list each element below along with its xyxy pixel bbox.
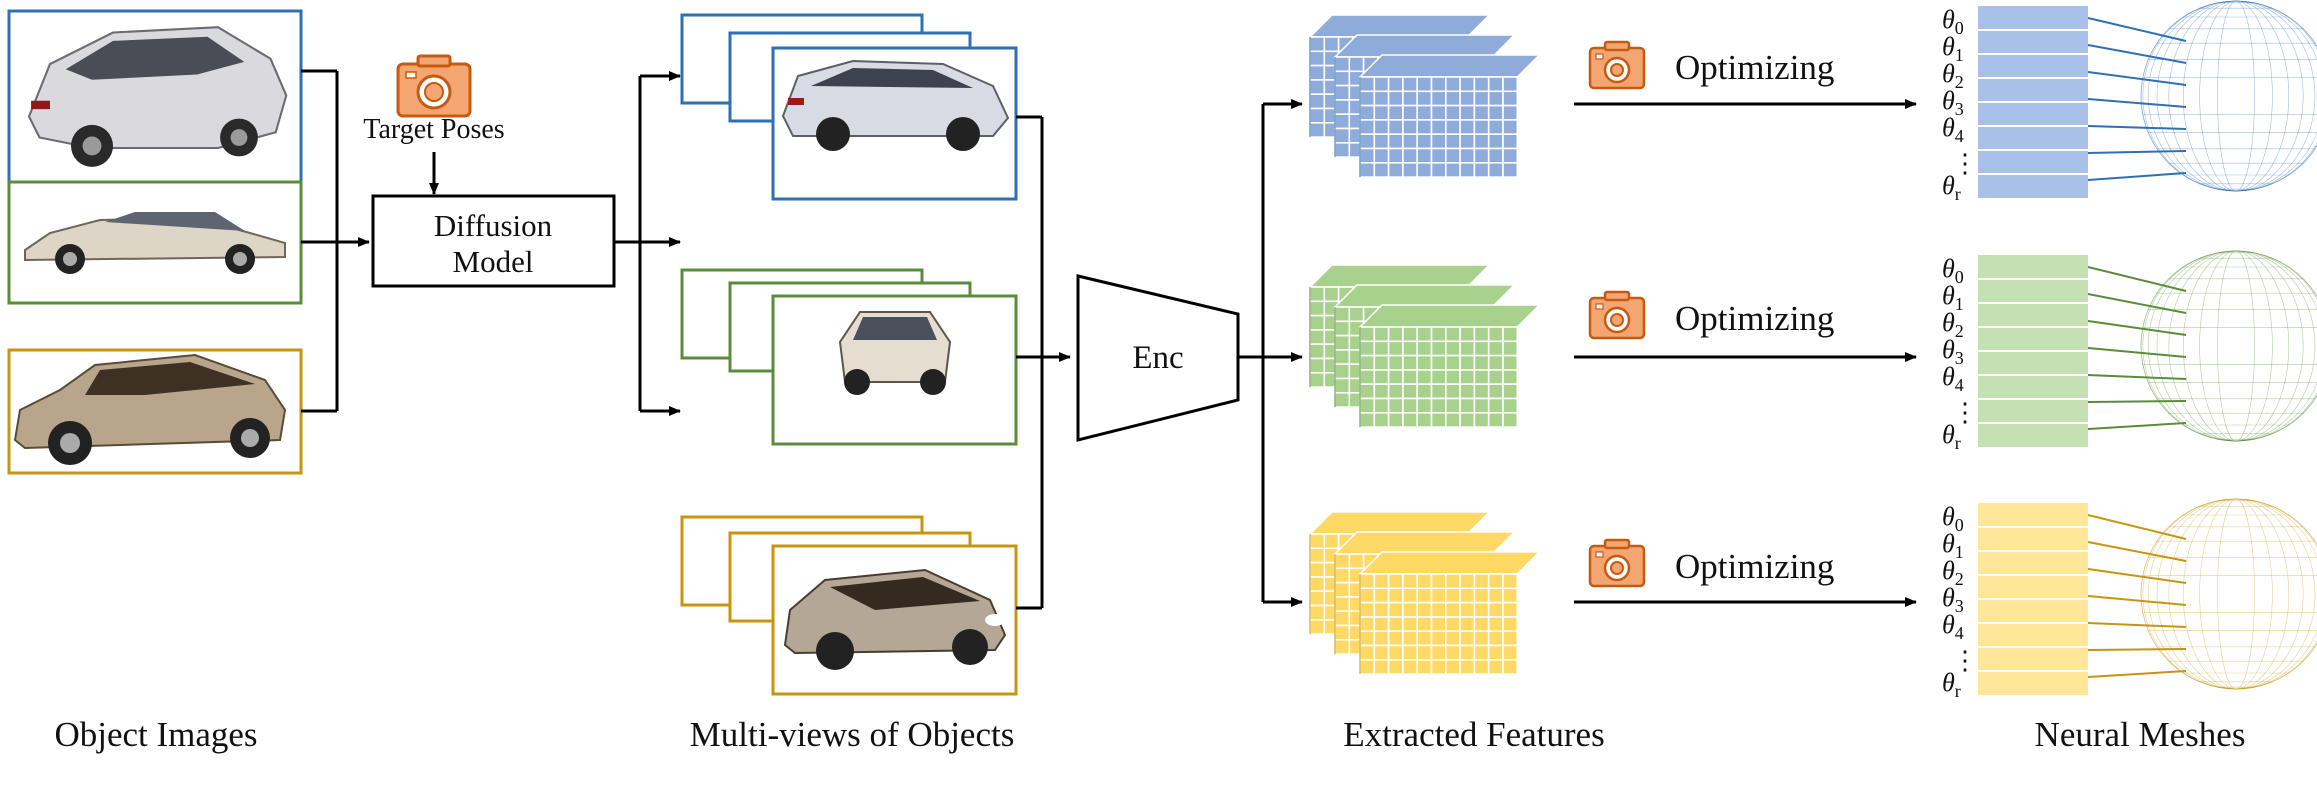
feature-stack-blue xyxy=(1308,14,1542,178)
camera-icon xyxy=(1588,538,1646,588)
mesh-sphere-icon xyxy=(2140,250,2317,442)
target-poses-label: Target Poses xyxy=(363,114,504,145)
car-icon xyxy=(24,212,286,274)
feature-map-layer xyxy=(1358,54,1542,178)
optimizing-label: Optimizing xyxy=(1675,48,1834,87)
diffusion-label-line1: Diffusion xyxy=(434,208,553,243)
feature-map-layer xyxy=(1358,551,1542,675)
camera-icon xyxy=(396,54,472,118)
optimizing-row-blue: Optimizing xyxy=(1574,40,1917,109)
connector-images-to-diffusion xyxy=(301,69,370,413)
connector-diffusion-to-views xyxy=(614,71,681,416)
label-extracted-features: Extracted Features xyxy=(1343,715,1604,754)
car-icon xyxy=(781,59,1010,151)
encoder-label: Enc xyxy=(1132,340,1183,376)
multiview-stack-yellow xyxy=(680,515,1018,696)
diffusion-label-line2: Model xyxy=(453,244,534,279)
optimizing-label: Optimizing xyxy=(1675,547,1834,586)
object-images-column xyxy=(7,9,303,475)
optimizing-row-yellow: Optimizing xyxy=(1574,538,1917,607)
label-neural-meshes: Neural Meshes xyxy=(2035,715,2246,754)
multiview-stack-blue xyxy=(680,13,1018,201)
optimizing-label: Optimizing xyxy=(1675,299,1834,338)
label-multi-views: Multi-views of Objects xyxy=(690,715,1015,754)
theta-ellipsis: ⋮ xyxy=(1952,646,1978,675)
car-icon xyxy=(13,353,287,465)
multiview-stack-green xyxy=(680,268,1018,446)
feature-stack-green xyxy=(1308,264,1542,428)
camera-icon xyxy=(1588,290,1646,340)
connector-encoder-to-features xyxy=(1238,99,1303,607)
mesh-sphere-icon xyxy=(2140,0,2317,192)
theta-ellipsis: ⋮ xyxy=(1952,398,1978,427)
theta-ellipsis: ⋮ xyxy=(1952,149,1978,178)
encoder-block xyxy=(1076,274,1240,442)
camera-icon xyxy=(1588,40,1646,90)
car-icon xyxy=(27,26,288,167)
mesh-sphere-icon xyxy=(2140,498,2317,690)
car-icon xyxy=(783,568,1007,670)
connector-views-to-encoder xyxy=(1016,115,1071,610)
diffusion-model-box xyxy=(371,194,616,288)
label-object-images: Object Images xyxy=(54,715,257,754)
optimizing-row-green: Optimizing xyxy=(1574,290,1917,362)
feature-stack-yellow xyxy=(1308,511,1542,675)
feature-map-layer xyxy=(1358,304,1542,428)
car-icon xyxy=(838,311,952,395)
